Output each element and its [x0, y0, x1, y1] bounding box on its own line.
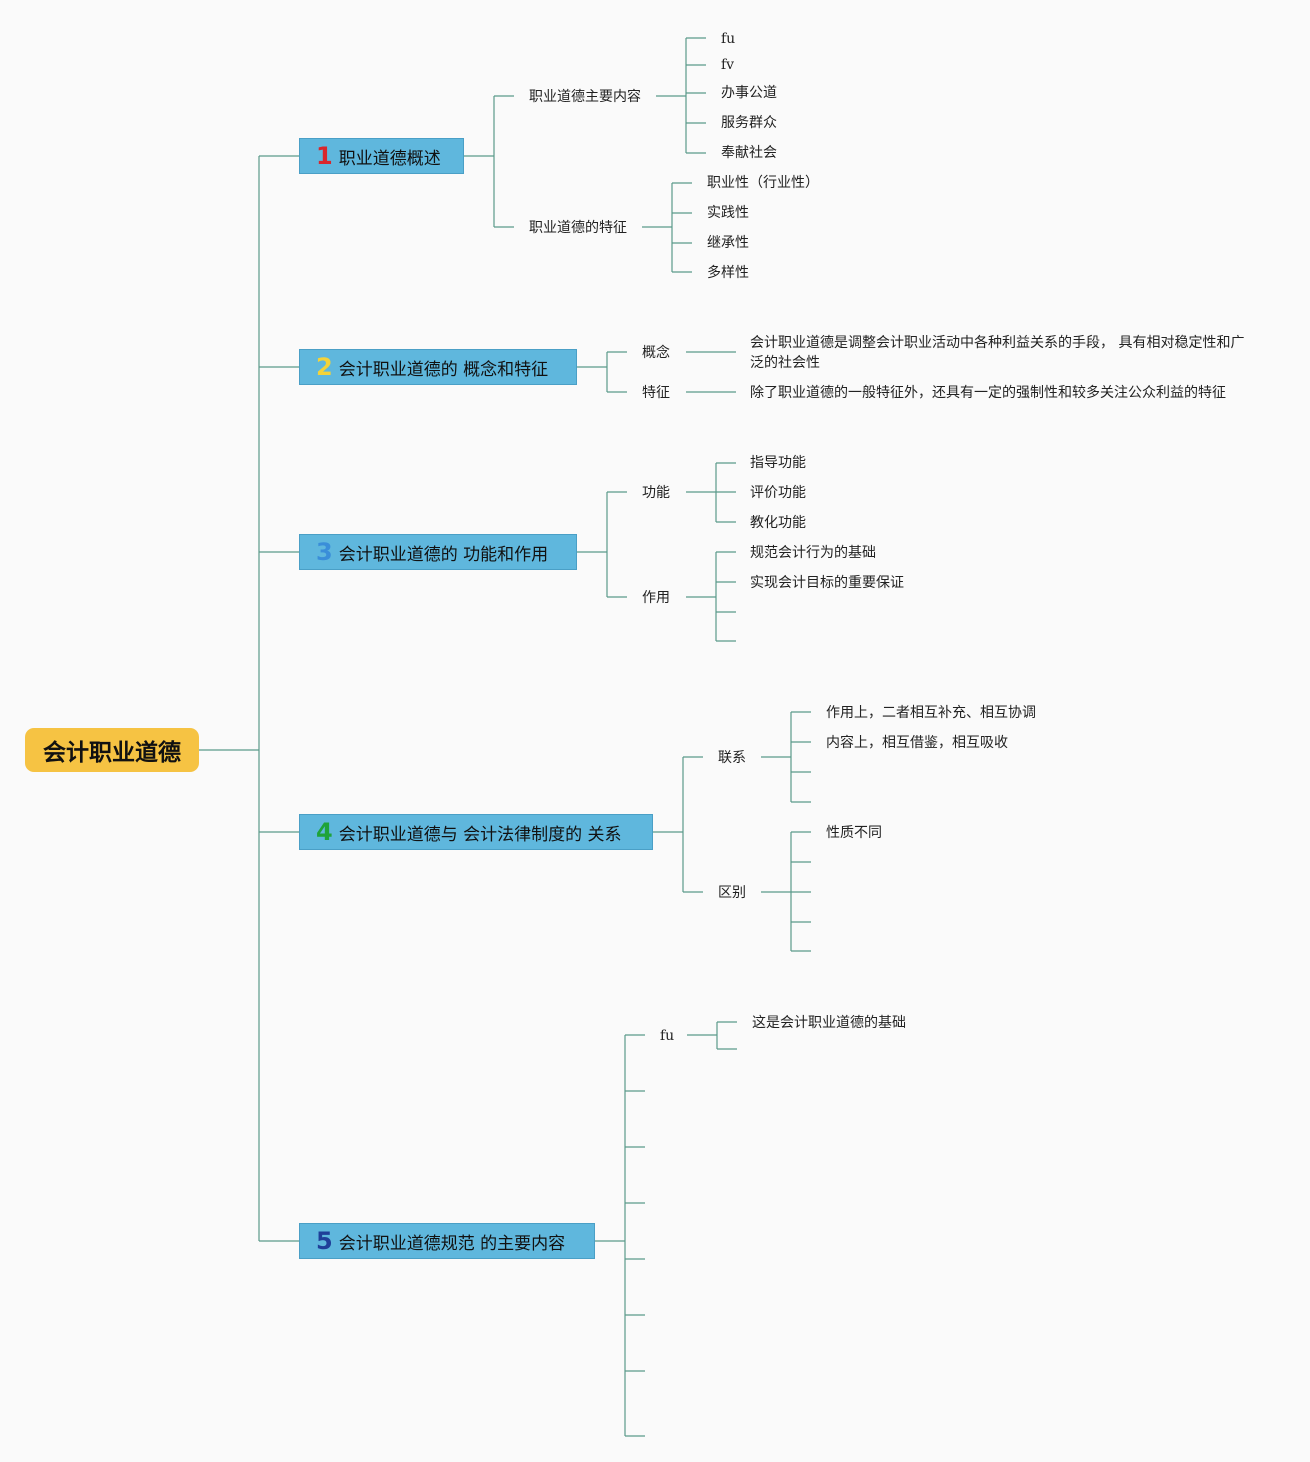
leaf-item[interactable]: fu [721, 31, 736, 47]
leaf-item[interactable]: fv [721, 57, 735, 73]
branch-label[interactable]: 功能 [642, 485, 670, 501]
topic-label: 职业道德概述 [338, 148, 441, 169]
topic-2[interactable]: 2 会计职业道德的 概念和特征 [299, 349, 577, 385]
topic-label: 会计职业道德的 概念和特征 [338, 359, 549, 380]
leaf-item[interactable]: 这是会计职业道德的基础 [752, 1015, 906, 1031]
leaf-item[interactable]: 评价功能 [750, 485, 806, 501]
topic-number: 1 [316, 142, 333, 170]
leaf-item[interactable]: 多样性 [707, 265, 749, 281]
leaf-item[interactable]: 奉献社会 [721, 145, 777, 161]
leaf-item[interactable]: 规范会计行为的基础 [750, 545, 876, 561]
branch-label[interactable]: 概念 [642, 345, 670, 361]
topic-label: 会计职业道德的 功能和作用 [338, 544, 549, 565]
topic-number: 4 [316, 818, 333, 846]
leaf-item[interactable]: 职业性（行业性） [707, 175, 819, 191]
topic-5[interactable]: 5 会计职业道德规范 的主要内容 [299, 1223, 595, 1259]
topic-number: 5 [316, 1227, 333, 1255]
topic-3[interactable]: 3 会计职业道德的 功能和作用 [299, 534, 577, 570]
leaf-item[interactable]: 内容上，相互借鉴，相互吸收 [826, 735, 1008, 751]
branch-label[interactable]: 职业道德主要内容 [529, 89, 641, 105]
leaf-item[interactable]: 实践性 [707, 205, 749, 221]
leaf-item[interactable]: 教化功能 [750, 515, 806, 531]
branch-label[interactable]: 联系 [718, 750, 746, 766]
leaf-item[interactable]: 指导功能 [750, 455, 806, 471]
topic-number: 2 [316, 353, 333, 381]
leaf-item[interactable]: 实现会计目标的重要保证 [750, 575, 904, 591]
topic-4[interactable]: 4 会计职业道德与 会计法律制度的 关系 [299, 814, 653, 850]
branch-label[interactable]: 作用 [642, 590, 670, 606]
leaf-item[interactable]: 办事公道 [721, 85, 777, 101]
branch-label[interactable]: 特征 [642, 385, 670, 401]
leaf-item[interactable]: 除了职业道德的一般特征外，还具有一定的强制性和较多关注公众利益的特征 [750, 385, 1226, 401]
leaf-item[interactable]: 性质不同 [826, 825, 882, 841]
topic-label: 会计职业道德与 会计法律制度的 关系 [338, 824, 622, 845]
topic-number: 3 [316, 538, 333, 566]
central-topic[interactable]: 会计职业道德 [25, 728, 199, 772]
leaf-item[interactable]: 会计职业道德是调整会计职业活动中各种利益关系的手段， 具有相对稳定性和广泛的社会… [750, 335, 1245, 371]
branch-label[interactable]: 职业道德的特征 [529, 220, 627, 236]
topic-label: 会计职业道德规范 的主要内容 [338, 1233, 566, 1254]
leaf-item[interactable]: 服务群众 [721, 115, 777, 131]
branch-label[interactable]: 区别 [718, 885, 746, 901]
leaf-item[interactable]: 继承性 [707, 235, 749, 251]
branch-label[interactable]: fu [660, 1028, 675, 1044]
leaf-item[interactable]: 作用上，二者相互补充、相互协调 [826, 705, 1036, 721]
topic-1[interactable]: 1 职业道德概述 [299, 138, 464, 174]
